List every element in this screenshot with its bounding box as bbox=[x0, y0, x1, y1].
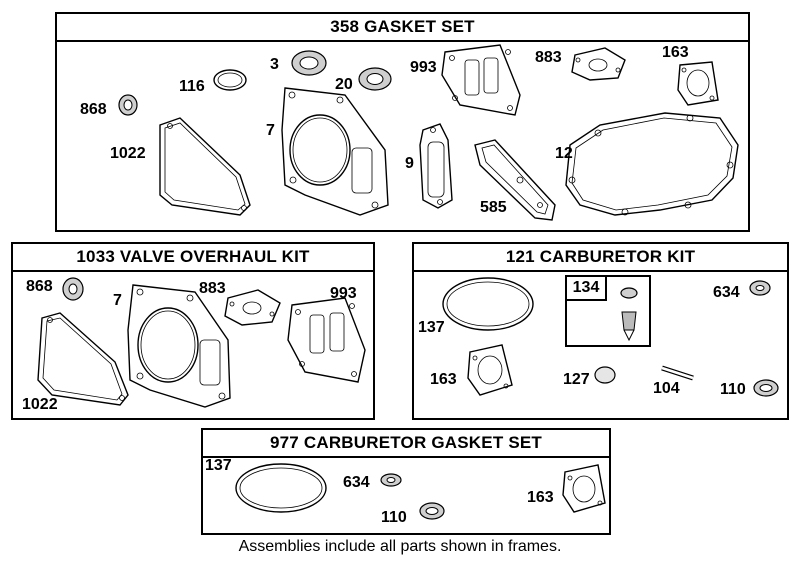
part-label-883: 883 bbox=[535, 49, 562, 66]
head-gasket-7-icon bbox=[281, 87, 389, 216]
washer-110-icon bbox=[419, 502, 445, 520]
part-label-104: 104 bbox=[653, 380, 680, 397]
part-label-116: 116 bbox=[179, 78, 205, 95]
part-label-3: 3 bbox=[270, 56, 279, 73]
head-gasket-7-icon bbox=[127, 284, 231, 408]
part-label-20: 20 bbox=[335, 76, 353, 93]
seal-3-icon bbox=[291, 50, 327, 76]
gasket-993-icon bbox=[287, 297, 366, 383]
gasket-9-icon bbox=[419, 123, 453, 209]
part-label-110: 110 bbox=[720, 381, 746, 398]
washer-634-icon bbox=[749, 280, 771, 296]
footnote: Assemblies include all parts shown in fr… bbox=[238, 538, 562, 555]
part-label-137: 137 bbox=[205, 457, 232, 474]
subframe-title: 134 bbox=[567, 277, 607, 301]
washer-634-icon bbox=[380, 473, 402, 487]
part-label-1022: 1022 bbox=[110, 145, 146, 162]
part-label-585: 585 bbox=[480, 199, 507, 216]
gasket-163-icon bbox=[467, 344, 513, 396]
gasket-12-icon bbox=[565, 112, 739, 216]
seal-868-icon bbox=[62, 277, 84, 301]
gasket-883-icon bbox=[571, 47, 626, 81]
subframe-134: 134 bbox=[565, 275, 651, 347]
part-label-163: 163 bbox=[430, 371, 457, 388]
o-ring-137-icon bbox=[235, 463, 327, 513]
part-label-993: 993 bbox=[410, 59, 437, 76]
part-label-7: 7 bbox=[113, 292, 122, 309]
gasket-585-icon bbox=[474, 139, 556, 221]
seal-20-icon bbox=[358, 67, 392, 91]
gasket-993-icon bbox=[441, 44, 521, 116]
frame-gasket-set: 358 GASKET SET bbox=[55, 12, 750, 232]
frame-carburetor-kit: 121 CARBURETOR KIT bbox=[412, 242, 789, 420]
part-label-868: 868 bbox=[26, 278, 53, 295]
frame-title: 977 CARBURETOR GASKET SET bbox=[203, 430, 609, 458]
part-label-163: 163 bbox=[662, 44, 689, 61]
o-ring-137-icon bbox=[442, 277, 534, 331]
part-label-7: 7 bbox=[266, 122, 275, 139]
gasket-1022-icon bbox=[159, 117, 251, 216]
gasket-1022-icon bbox=[37, 312, 129, 406]
gasket-163-icon bbox=[562, 464, 606, 513]
part-label-883: 883 bbox=[199, 280, 226, 297]
part-label-634: 634 bbox=[713, 284, 740, 301]
frame-title: 1033 VALVE OVERHAUL KIT bbox=[13, 244, 373, 272]
part-label-163: 163 bbox=[527, 489, 554, 506]
pin-104-icon bbox=[661, 365, 694, 381]
part-label-868: 868 bbox=[80, 101, 107, 118]
frame-title: 121 CARBURETOR KIT bbox=[414, 244, 787, 272]
plug-127-icon bbox=[594, 366, 616, 384]
part-label-127: 127 bbox=[563, 371, 590, 388]
ring-116-icon bbox=[213, 69, 247, 91]
part-label-9: 9 bbox=[405, 155, 414, 172]
needle-valve-134-icon bbox=[620, 287, 638, 342]
seal-868-icon bbox=[118, 94, 138, 116]
frame-title: 358 GASKET SET bbox=[57, 14, 748, 42]
part-label-993: 993 bbox=[330, 285, 357, 302]
washer-110-icon bbox=[753, 379, 779, 397]
part-label-1022: 1022 bbox=[22, 396, 58, 413]
gasket-163-icon bbox=[677, 61, 719, 106]
part-label-110: 110 bbox=[381, 509, 407, 526]
gasket-883-icon bbox=[224, 289, 281, 326]
part-label-634: 634 bbox=[343, 474, 370, 491]
frame-carburetor-gasket-set: 977 CARBURETOR GASKET SET bbox=[201, 428, 611, 535]
part-label-137: 137 bbox=[418, 319, 445, 336]
